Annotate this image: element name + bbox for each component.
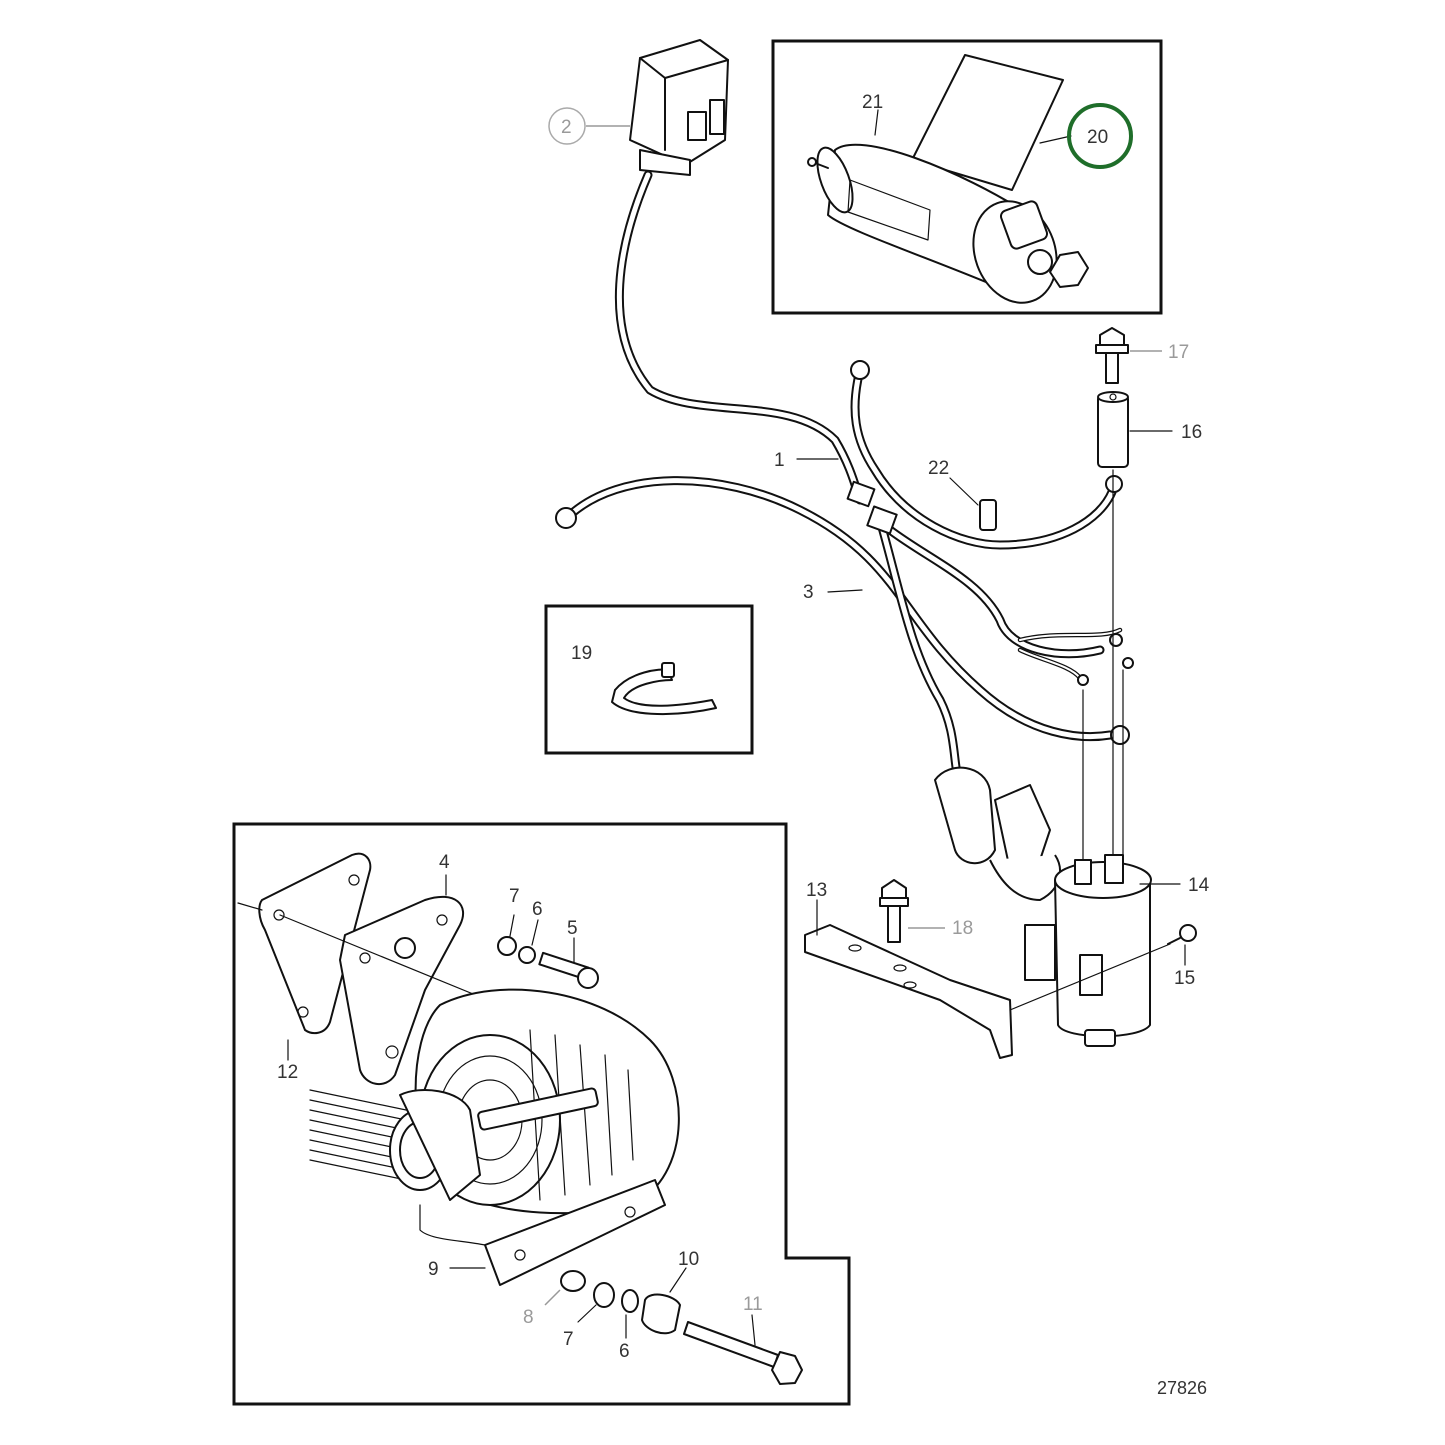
callout-22: 22 [928,458,949,479]
leader-10 [669,1267,687,1293]
callout-12: 12 [277,1062,298,1083]
leader-3 [827,589,863,593]
washer-part-6-top[interactable] [518,946,536,964]
washer-part-6-bottom[interactable] [621,1289,639,1313]
callout-8: 8 [523,1307,534,1328]
callout-14: 14 [1188,875,1210,896]
callout-21: 21 [862,92,883,113]
callout-13: 13 [806,880,827,901]
bolt-part-17[interactable] [1095,327,1129,384]
callout-3: 3 [803,582,814,603]
starter-motor-inset: 21 20 [771,39,1163,315]
callout-7-bottom: 7 [563,1329,574,1350]
starter-motor-part-21[interactable] [807,143,1089,314]
bracket-part-9[interactable] [484,1179,666,1286]
callout-19: 19 [571,643,592,664]
leader-11 [751,1314,756,1346]
drawing-reference-number: 27826 [1157,1378,1207,1398]
connector-part-22[interactable] [979,499,997,531]
callout-7-top: 7 [509,886,520,907]
leader-7-top [509,914,515,937]
alternator-body[interactable] [309,988,680,1215]
callout-2: 2 [561,117,572,138]
washer-part-8[interactable] [560,1270,586,1292]
callout-5: 5 [567,918,578,939]
relay-connector-part-2[interactable] [629,39,729,176]
bolt-part-18[interactable] [879,879,909,943]
leader-22 [949,477,979,506]
callout-15: 15 [1174,968,1195,989]
callout-6-bottom: 6 [619,1341,630,1362]
callout-9: 9 [428,1259,439,1280]
callout-11: 11 [743,1294,763,1315]
spacer-part-10[interactable] [641,1293,681,1335]
leader-8 [544,1289,561,1306]
callout-6-top: 6 [532,899,543,920]
callout-18: 18 [952,918,973,939]
alternator-inset: 12 4 5 6 [232,822,851,1406]
solenoid-part-14[interactable] [1024,854,1152,1047]
assembly-line-15 [1009,943,1171,1011]
bolt-part-5[interactable] [538,951,599,989]
cable-tie-inset: 19 [544,604,754,755]
instruction-sheet-part-20[interactable] [911,54,1064,191]
callout-ring-2 [548,107,586,145]
callout-1: 1 [774,450,785,471]
washer-part-7-bottom[interactable] [593,1282,615,1308]
bolt-part-11[interactable] [683,1321,803,1385]
screw-part-15[interactable] [1167,924,1197,945]
callout-10: 10 [678,1249,699,1270]
highlight-ring-20 [1067,103,1133,169]
leader-20 [1039,135,1072,144]
bracket-part-13[interactable] [804,924,1013,1059]
callout-16: 16 [1181,422,1202,443]
washer-part-7-top[interactable] [497,936,517,956]
cable-harness [555,170,1134,901]
leader-6-top [531,919,539,946]
spacer-part-16[interactable] [1097,391,1129,468]
cable-tie-part-19[interactable] [611,662,717,716]
alternator-inset-frame [232,822,851,1406]
leader-7-bottom [577,1304,597,1323]
callout-17: 17 [1168,342,1189,363]
starter-inset-frame [771,39,1163,315]
leader-21 [874,109,879,136]
callout-20: 20 [1087,127,1108,148]
plate-part-12[interactable] [258,852,372,1035]
cable-tie-frame [544,604,754,755]
callout-4: 4 [439,852,450,873]
bracket-part-4[interactable] [339,895,465,1085]
